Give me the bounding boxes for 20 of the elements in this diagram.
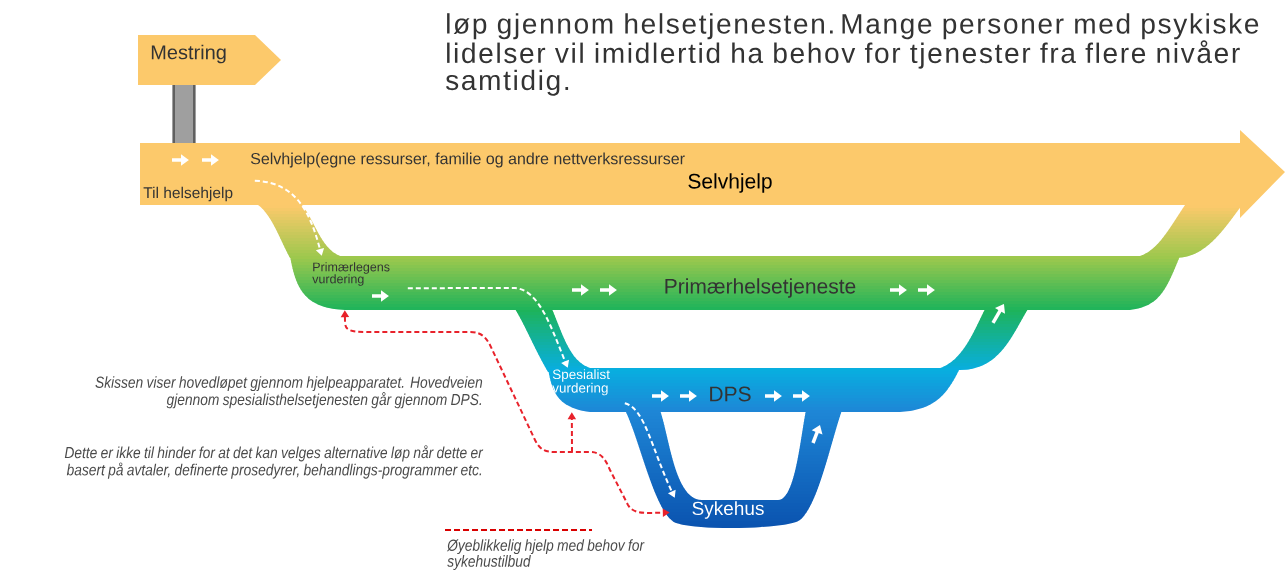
arrow	[623, 402, 676, 498]
band-title: Sykehus	[692, 501, 764, 519]
paragraph: løp gjennom helsetjenesten. Mange personer med psykiske lidelser vil imidlertid ha behov for tjenester fra flere nivåer samtidig.	[446, 13, 1259, 96]
arrow	[406, 287, 570, 368]
note: Skissen viser hovedløpet gjennom hjelpeapparatet. Hovedveien gjennom spesialisthelsetjenesten går gjennom DPS.	[95, 376, 483, 409]
signpost	[138, 35, 281, 144]
band-title: DPS	[710, 386, 751, 402]
band-title: Selvhjelp	[688, 173, 772, 193]
band-text: Selvhjelp(egne ressurser, familie og andre nettverksressurser	[250, 152, 685, 168]
flow-band	[290, 256, 1180, 310]
sign-text: Mestring	[151, 44, 226, 64]
band-text: Primærlegens vurdering	[312, 262, 390, 286]
band-text: Til helsehjelp	[143, 186, 233, 202]
band-title: Primærhelsetjeneste	[665, 278, 856, 298]
note: Dette er ikke til hinder for at det kan velges alternative løp når dette er basert på avtaler, definerte prosedyrer, behandlings-programmer etc.	[64, 445, 484, 479]
flow-band	[140, 130, 1285, 218]
legend-text: Øyeblikkelig hjelp med behov for sykehustilbud	[446, 539, 645, 570]
flow-band	[625, 410, 842, 528]
band-text: Spesialist vurdering	[552, 369, 610, 396]
flow-band	[548, 368, 960, 412]
